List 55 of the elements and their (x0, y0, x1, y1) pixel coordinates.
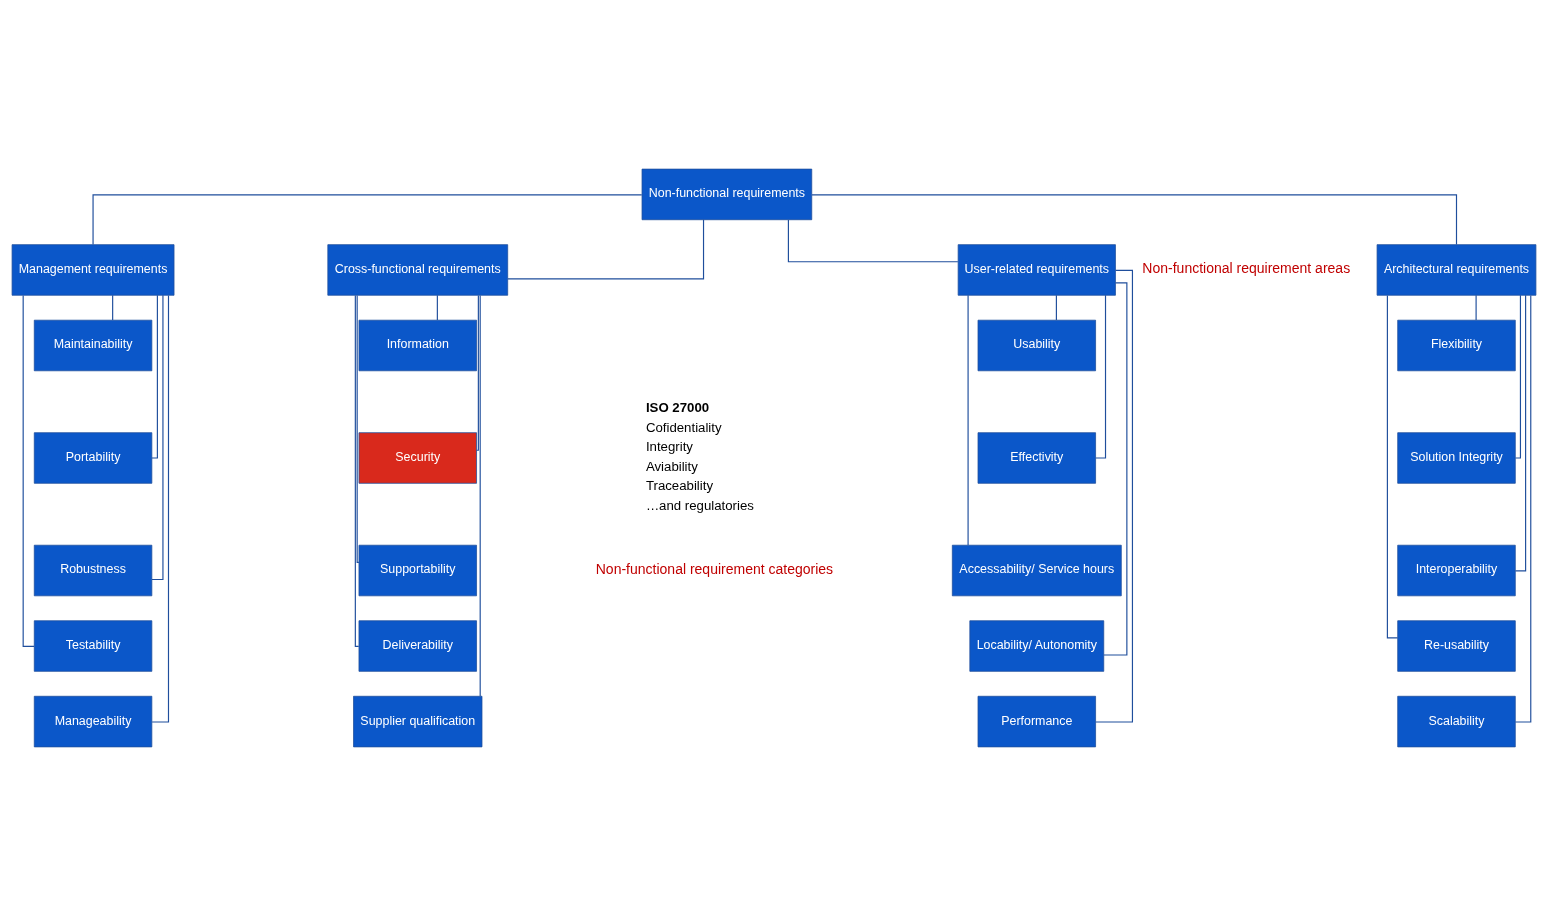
node-box: Supplier qualification (353, 695, 483, 748)
node-box: Non-functional requirements (641, 168, 813, 221)
connector (436, 294, 438, 321)
connector (151, 294, 164, 581)
node-box: Flexibility (1397, 319, 1516, 372)
connector (1514, 294, 1527, 572)
node-box: Testability (33, 620, 153, 672)
node-box: Interoperability (1397, 544, 1516, 597)
connector (151, 294, 158, 459)
node-box: Scalability (1397, 695, 1516, 748)
label: Aviability (645, 458, 698, 474)
node-box: Architectural requirements (1376, 244, 1537, 296)
node-box: Locability/ Autonomity (969, 620, 1105, 672)
connector (967, 294, 969, 546)
node-box: Manageability (33, 695, 153, 748)
connector (1095, 294, 1107, 459)
connector (1514, 294, 1522, 459)
connector (1475, 294, 1477, 321)
node-box: Maintainability (33, 319, 153, 372)
connector (354, 294, 360, 648)
connector (112, 294, 114, 321)
node-box: Re-usability (1397, 620, 1516, 672)
node-box: Performance (977, 695, 1096, 748)
connector (356, 294, 360, 563)
node-box: Solution Integrity (1397, 432, 1516, 484)
node-box: Deliverability (358, 620, 477, 672)
node-box: Security (358, 432, 477, 484)
label: …and regulatories (645, 497, 754, 513)
node-box: Effectivity (977, 432, 1096, 484)
label: ISO 27000 (645, 399, 710, 415)
node-box: Usability (977, 319, 1096, 372)
connector (1386, 294, 1399, 639)
connector (811, 194, 1458, 246)
node-box: Cross-functional requirements (327, 244, 509, 296)
connector (92, 194, 643, 246)
label: Integrity (645, 439, 693, 455)
label: Cofidentiality (645, 419, 722, 435)
node-box: Management requirements (11, 244, 175, 296)
connector (479, 294, 481, 697)
connector (1103, 282, 1128, 656)
node-box: Robustness (33, 544, 153, 597)
node-box: Information (358, 319, 477, 372)
label: Non-functional requirement categories (595, 560, 834, 577)
label: Traceability (645, 478, 714, 494)
node-box: Accessability/ Service hours (951, 544, 1122, 597)
label: Non-functional requirement areas (1142, 260, 1351, 277)
node-box: Portability (33, 432, 153, 484)
connector (507, 219, 705, 280)
connector (22, 294, 35, 648)
connector (787, 219, 959, 263)
connector (476, 294, 479, 451)
node-box: Supportability (358, 544, 477, 597)
connector (1095, 269, 1134, 723)
node-box: User-related requirements (957, 244, 1116, 296)
connector (1055, 294, 1057, 321)
